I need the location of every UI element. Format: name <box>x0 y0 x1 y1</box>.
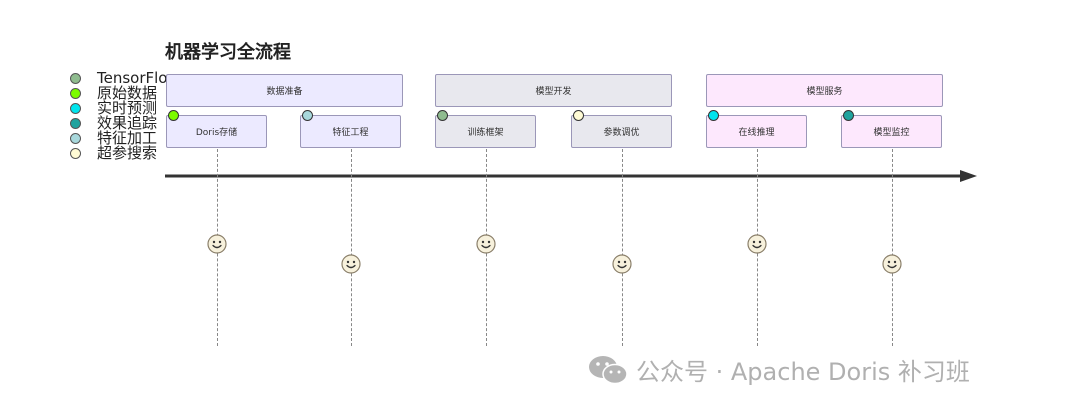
legend-item: TensorFlo <box>70 71 168 86</box>
smiley-icon <box>882 254 902 274</box>
legend-label: 特征加工 <box>97 129 158 147</box>
dashed-line <box>892 149 893 346</box>
stage-box: Doris存储 <box>166 115 267 148</box>
legend-dot-icon <box>70 88 81 99</box>
stage-marker-icon <box>573 110 584 121</box>
smiley-icon <box>341 254 361 274</box>
watermark-text: 公众号 · Apache Doris 补习班 <box>636 358 970 386</box>
legend-label: 实时预测 <box>97 99 158 117</box>
wechat-icon <box>589 355 628 384</box>
stage-box: 参数调优 <box>571 115 672 148</box>
smiley-icon <box>612 254 632 274</box>
legend-label: 超参搜索 <box>97 144 158 161</box>
stage-marker-icon <box>168 110 179 121</box>
legend-label: TensorFlo <box>97 71 168 87</box>
legend-label: 效果追踪 <box>97 114 158 132</box>
smiley-icon <box>747 234 767 254</box>
group-box: 模型服务 <box>706 74 943 107</box>
diagram-title: 机器学习全流程 <box>165 42 291 63</box>
legend-item: 特征加工 <box>70 131 168 146</box>
smiley-icon <box>476 234 496 254</box>
legend-item: 效果追踪 <box>70 116 168 131</box>
legend-dot-icon <box>70 103 81 114</box>
stage-box: 模型监控 <box>841 115 942 148</box>
axis-arrowhead <box>960 170 977 182</box>
legend-dot-icon <box>70 148 81 159</box>
legend-dot-icon <box>70 73 81 84</box>
legend-dot-icon <box>70 118 81 129</box>
dashed-line <box>622 149 623 346</box>
legend-dot-icon <box>70 133 81 144</box>
group-box: 模型开发 <box>435 74 672 107</box>
smiley-icon <box>207 234 227 254</box>
stage-marker-icon <box>437 110 448 121</box>
stage-marker-icon <box>708 110 719 121</box>
stage-box: 特征工程 <box>300 115 401 148</box>
stage-box: 训练框架 <box>435 115 536 148</box>
stage-marker-icon <box>843 110 854 121</box>
stage-marker-icon <box>302 110 313 121</box>
group-box: 数据准备 <box>166 74 403 107</box>
legend-item: 原始数据 <box>70 86 168 101</box>
stage-box: 在线推理 <box>706 115 807 148</box>
legend-label: 原始数据 <box>97 84 158 102</box>
legend-item: 超参搜索 <box>70 146 168 161</box>
dashed-line <box>351 149 352 346</box>
legend-item: 实时预测 <box>70 101 168 116</box>
watermark: 公众号 · Apache Doris 补习班 <box>588 352 970 387</box>
